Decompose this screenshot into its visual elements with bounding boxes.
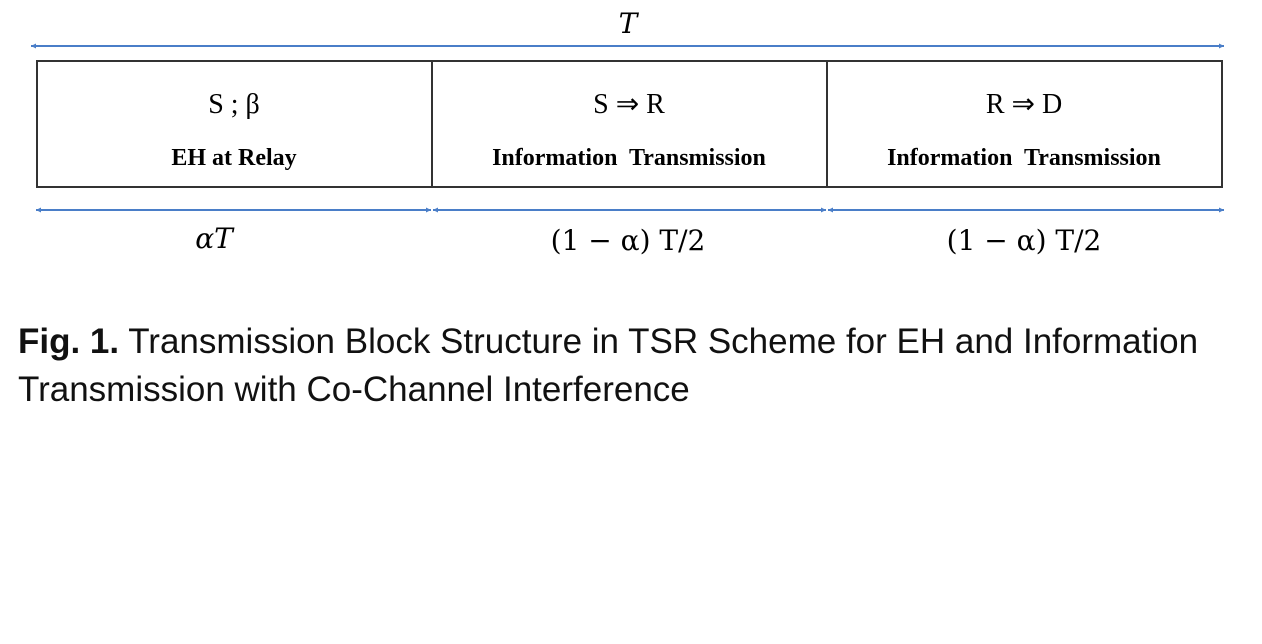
- figure-caption-prefix: Fig. 1.: [18, 322, 120, 361]
- block-frame: [36, 60, 1223, 188]
- tsr-block-diagram: T S ; β EH at Relay S ⇒ R Information Tr…: [31, 7, 1224, 257]
- block-3-duration-label: (1 − α) T/2: [947, 224, 1102, 257]
- figure-caption: Fig. 1. Transmission Block Structure in …: [18, 318, 1258, 414]
- total-duration-label: T: [619, 7, 640, 40]
- block-3-label: Information Transmission: [887, 145, 1161, 171]
- block-2-label: Information Transmission: [492, 145, 766, 171]
- figure-caption-text: Transmission Block Structure in TSR Sche…: [18, 322, 1199, 409]
- block-2-symbol: S ⇒ R: [593, 89, 665, 120]
- block-1-symbol: S ; β: [208, 89, 260, 120]
- block-1-duration-label: αT: [195, 222, 235, 255]
- block-1-label: EH at Relay: [171, 145, 296, 171]
- block-2-duration-label: (1 − α) T/2: [551, 224, 706, 257]
- block-3-symbol: R ⇒ D: [986, 89, 1062, 120]
